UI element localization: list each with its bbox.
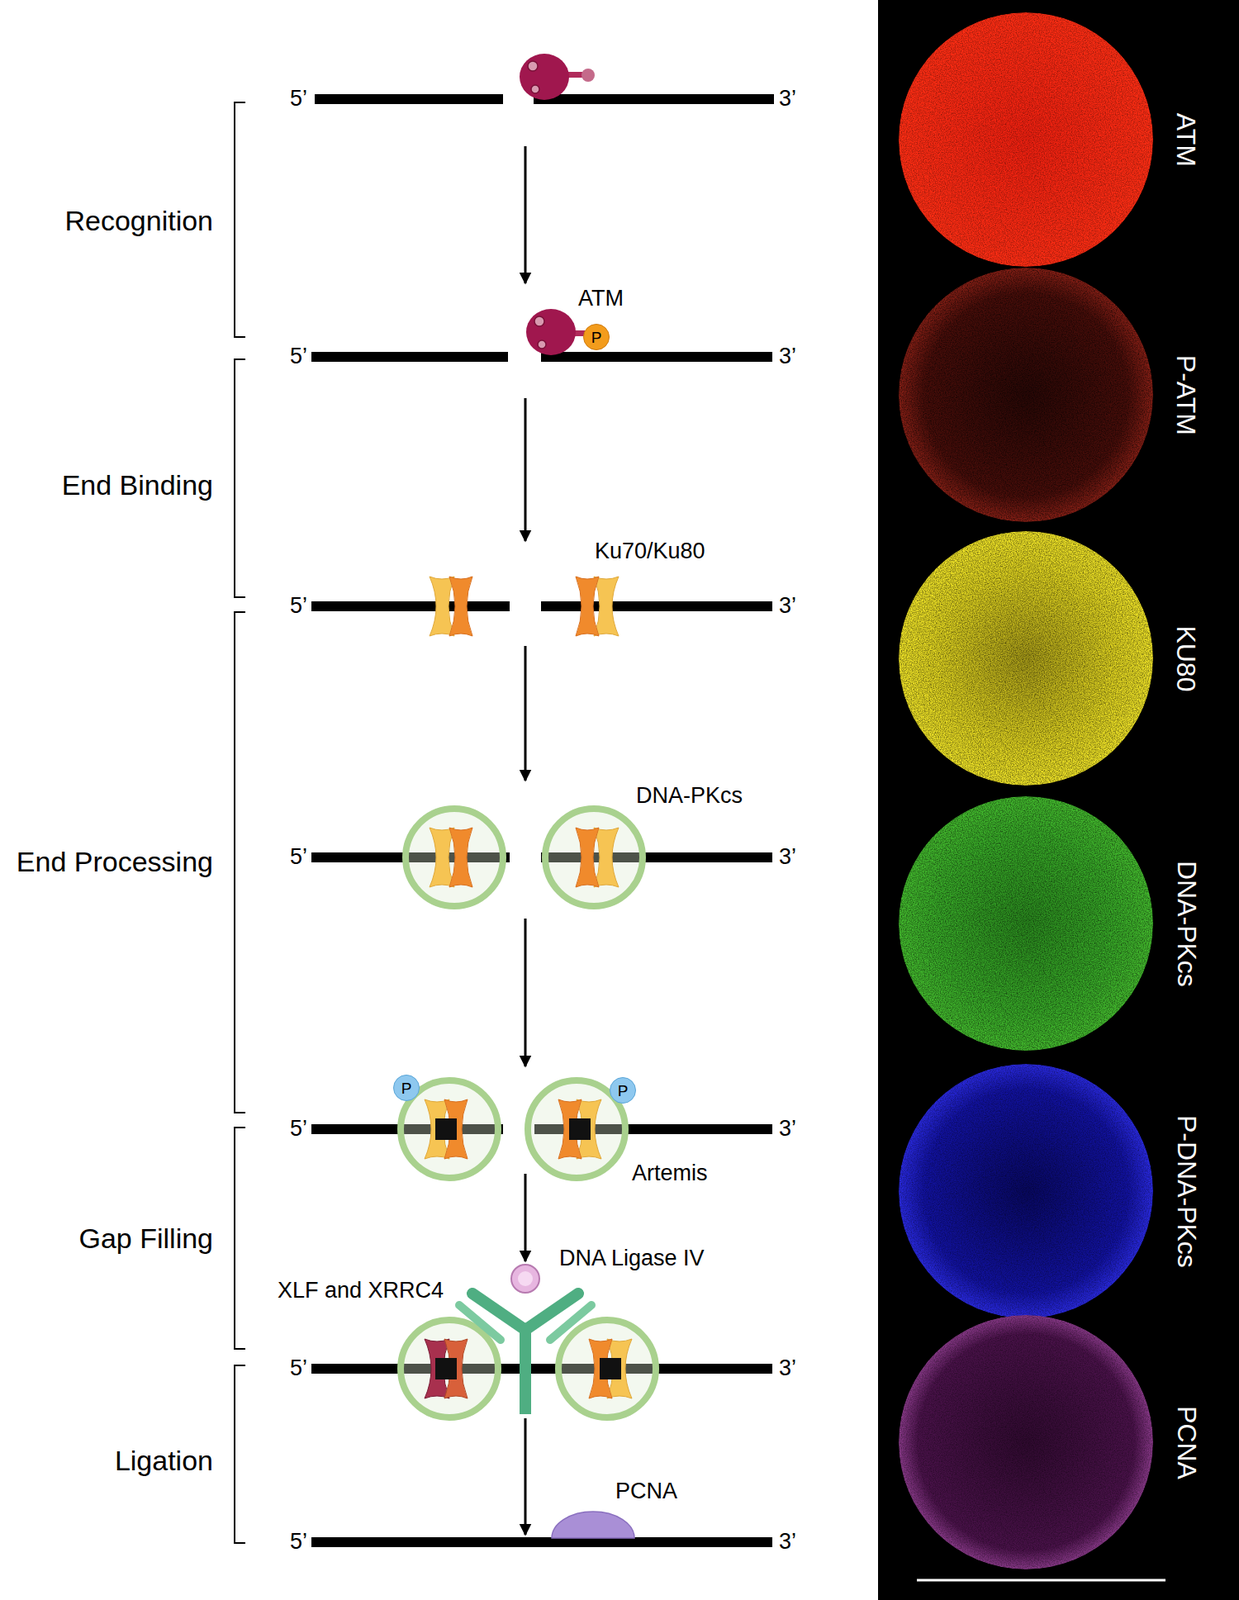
step-arrow (524, 398, 527, 542)
ku-dimer (558, 1099, 602, 1159)
ku-dimer (575, 576, 619, 637)
scale-bar (916, 1579, 1166, 1582)
atm-protein (519, 53, 595, 100)
dna-strand (541, 351, 773, 362)
strand-end: 5’ (289, 85, 308, 112)
artemis-square (569, 1118, 591, 1140)
ku-heterodimers (429, 576, 619, 637)
strand-end: 5’ (289, 1355, 308, 1382)
phosphate-circle: P (609, 1077, 637, 1104)
protein-label: XLF and XRRC4 (277, 1277, 444, 1304)
micrograph (898, 796, 1154, 1051)
channel-label: KU80 (1171, 625, 1202, 692)
ligation-complexes (400, 1319, 656, 1418)
channel-label: P-ATM (1171, 354, 1202, 435)
micrograph (898, 1063, 1154, 1319)
strand-end: 3’ (778, 343, 797, 370)
dna-pk-complexes (405, 808, 643, 907)
channel-label: PCNA (1171, 1405, 1202, 1480)
step-arrow (524, 918, 527, 1067)
dna-strand (314, 94, 504, 105)
strand-end: 3’ (778, 844, 797, 870)
dna-strand (533, 94, 774, 105)
micrograph (898, 531, 1154, 786)
step-arrow (524, 146, 527, 284)
dna-pkcs-ring (405, 808, 504, 907)
bracket (234, 1127, 246, 1349)
micrograph (898, 267, 1154, 523)
stage-label: End Binding (61, 469, 214, 502)
dna-pkcs-ring (545, 808, 643, 907)
strand-end: 3’ (778, 1528, 797, 1555)
artemis-square (599, 1357, 622, 1380)
channel-label: ATM (1171, 112, 1202, 167)
strand-end: 3’ (778, 85, 797, 112)
dna-strands (311, 99, 774, 1543)
strand-end: 5’ (289, 1528, 308, 1555)
dna-strand (311, 601, 510, 612)
ku-dimer (575, 827, 619, 888)
stage-label: Gap Filling (78, 1222, 214, 1255)
dna-strand (541, 601, 773, 612)
strand-end: 3’ (778, 1355, 797, 1382)
stage-label: End Processing (16, 845, 214, 879)
bracket (234, 612, 246, 1113)
strand-end: 3’ (778, 593, 797, 619)
ku-dimer (424, 1338, 468, 1399)
strand-end: 5’ (289, 1115, 308, 1142)
protein-label: ATM (578, 285, 624, 312)
channel-label: P-DNA-PKcs (1171, 1115, 1202, 1268)
step-arrow (524, 1418, 527, 1535)
bracket (234, 359, 246, 598)
ku-dimer (429, 576, 473, 637)
phosphate-label: P (617, 1082, 629, 1099)
protein-label: DNA-PKcs (636, 783, 743, 809)
dna-strand (311, 1363, 773, 1374)
channel-label: DNA-PKcs (1171, 860, 1202, 988)
phosphate-circle: P (583, 323, 610, 351)
dna-strand (311, 351, 508, 362)
phosphate-label: P (401, 1080, 413, 1097)
protein-label: Ku70/Ku80 (594, 538, 706, 565)
phosphate-circle: P (393, 1074, 420, 1102)
strand-end: 5’ (289, 593, 308, 619)
ligase-complex (459, 1264, 592, 1415)
artemis-complexes (400, 1080, 626, 1178)
artemis-square (435, 1357, 457, 1380)
stage-label: Recognition (64, 204, 214, 238)
step-arrow (524, 645, 527, 781)
micrograph-panel (878, 0, 1239, 1600)
strand-end: 5’ (289, 844, 308, 870)
phosphate-label: P (591, 329, 603, 346)
ku-dimer (424, 1099, 468, 1159)
artemis-square (435, 1118, 457, 1140)
protein-label: PCNA (615, 1478, 678, 1505)
dna-pkcs-ring (400, 1319, 499, 1418)
strand-end: 3’ (778, 1115, 797, 1142)
stage-label: Ligation (114, 1444, 214, 1477)
stage-brackets (234, 102, 246, 1543)
strand-end: 5’ (289, 343, 308, 370)
bracket (234, 1365, 246, 1543)
protein-label: DNA Ligase IV (559, 1245, 705, 1272)
atm-protein (526, 308, 587, 356)
dna-strand (311, 1537, 773, 1548)
ku-dimer (588, 1338, 632, 1399)
protein-label: Artemis (631, 1160, 708, 1187)
step-arrow (524, 1173, 527, 1262)
ku-dimer (429, 827, 473, 888)
dna-pkcs-ring (558, 1319, 656, 1418)
pcna-clamp (551, 1511, 635, 1539)
micrograph (898, 1314, 1154, 1570)
micrograph (898, 12, 1154, 267)
bracket (234, 102, 246, 338)
